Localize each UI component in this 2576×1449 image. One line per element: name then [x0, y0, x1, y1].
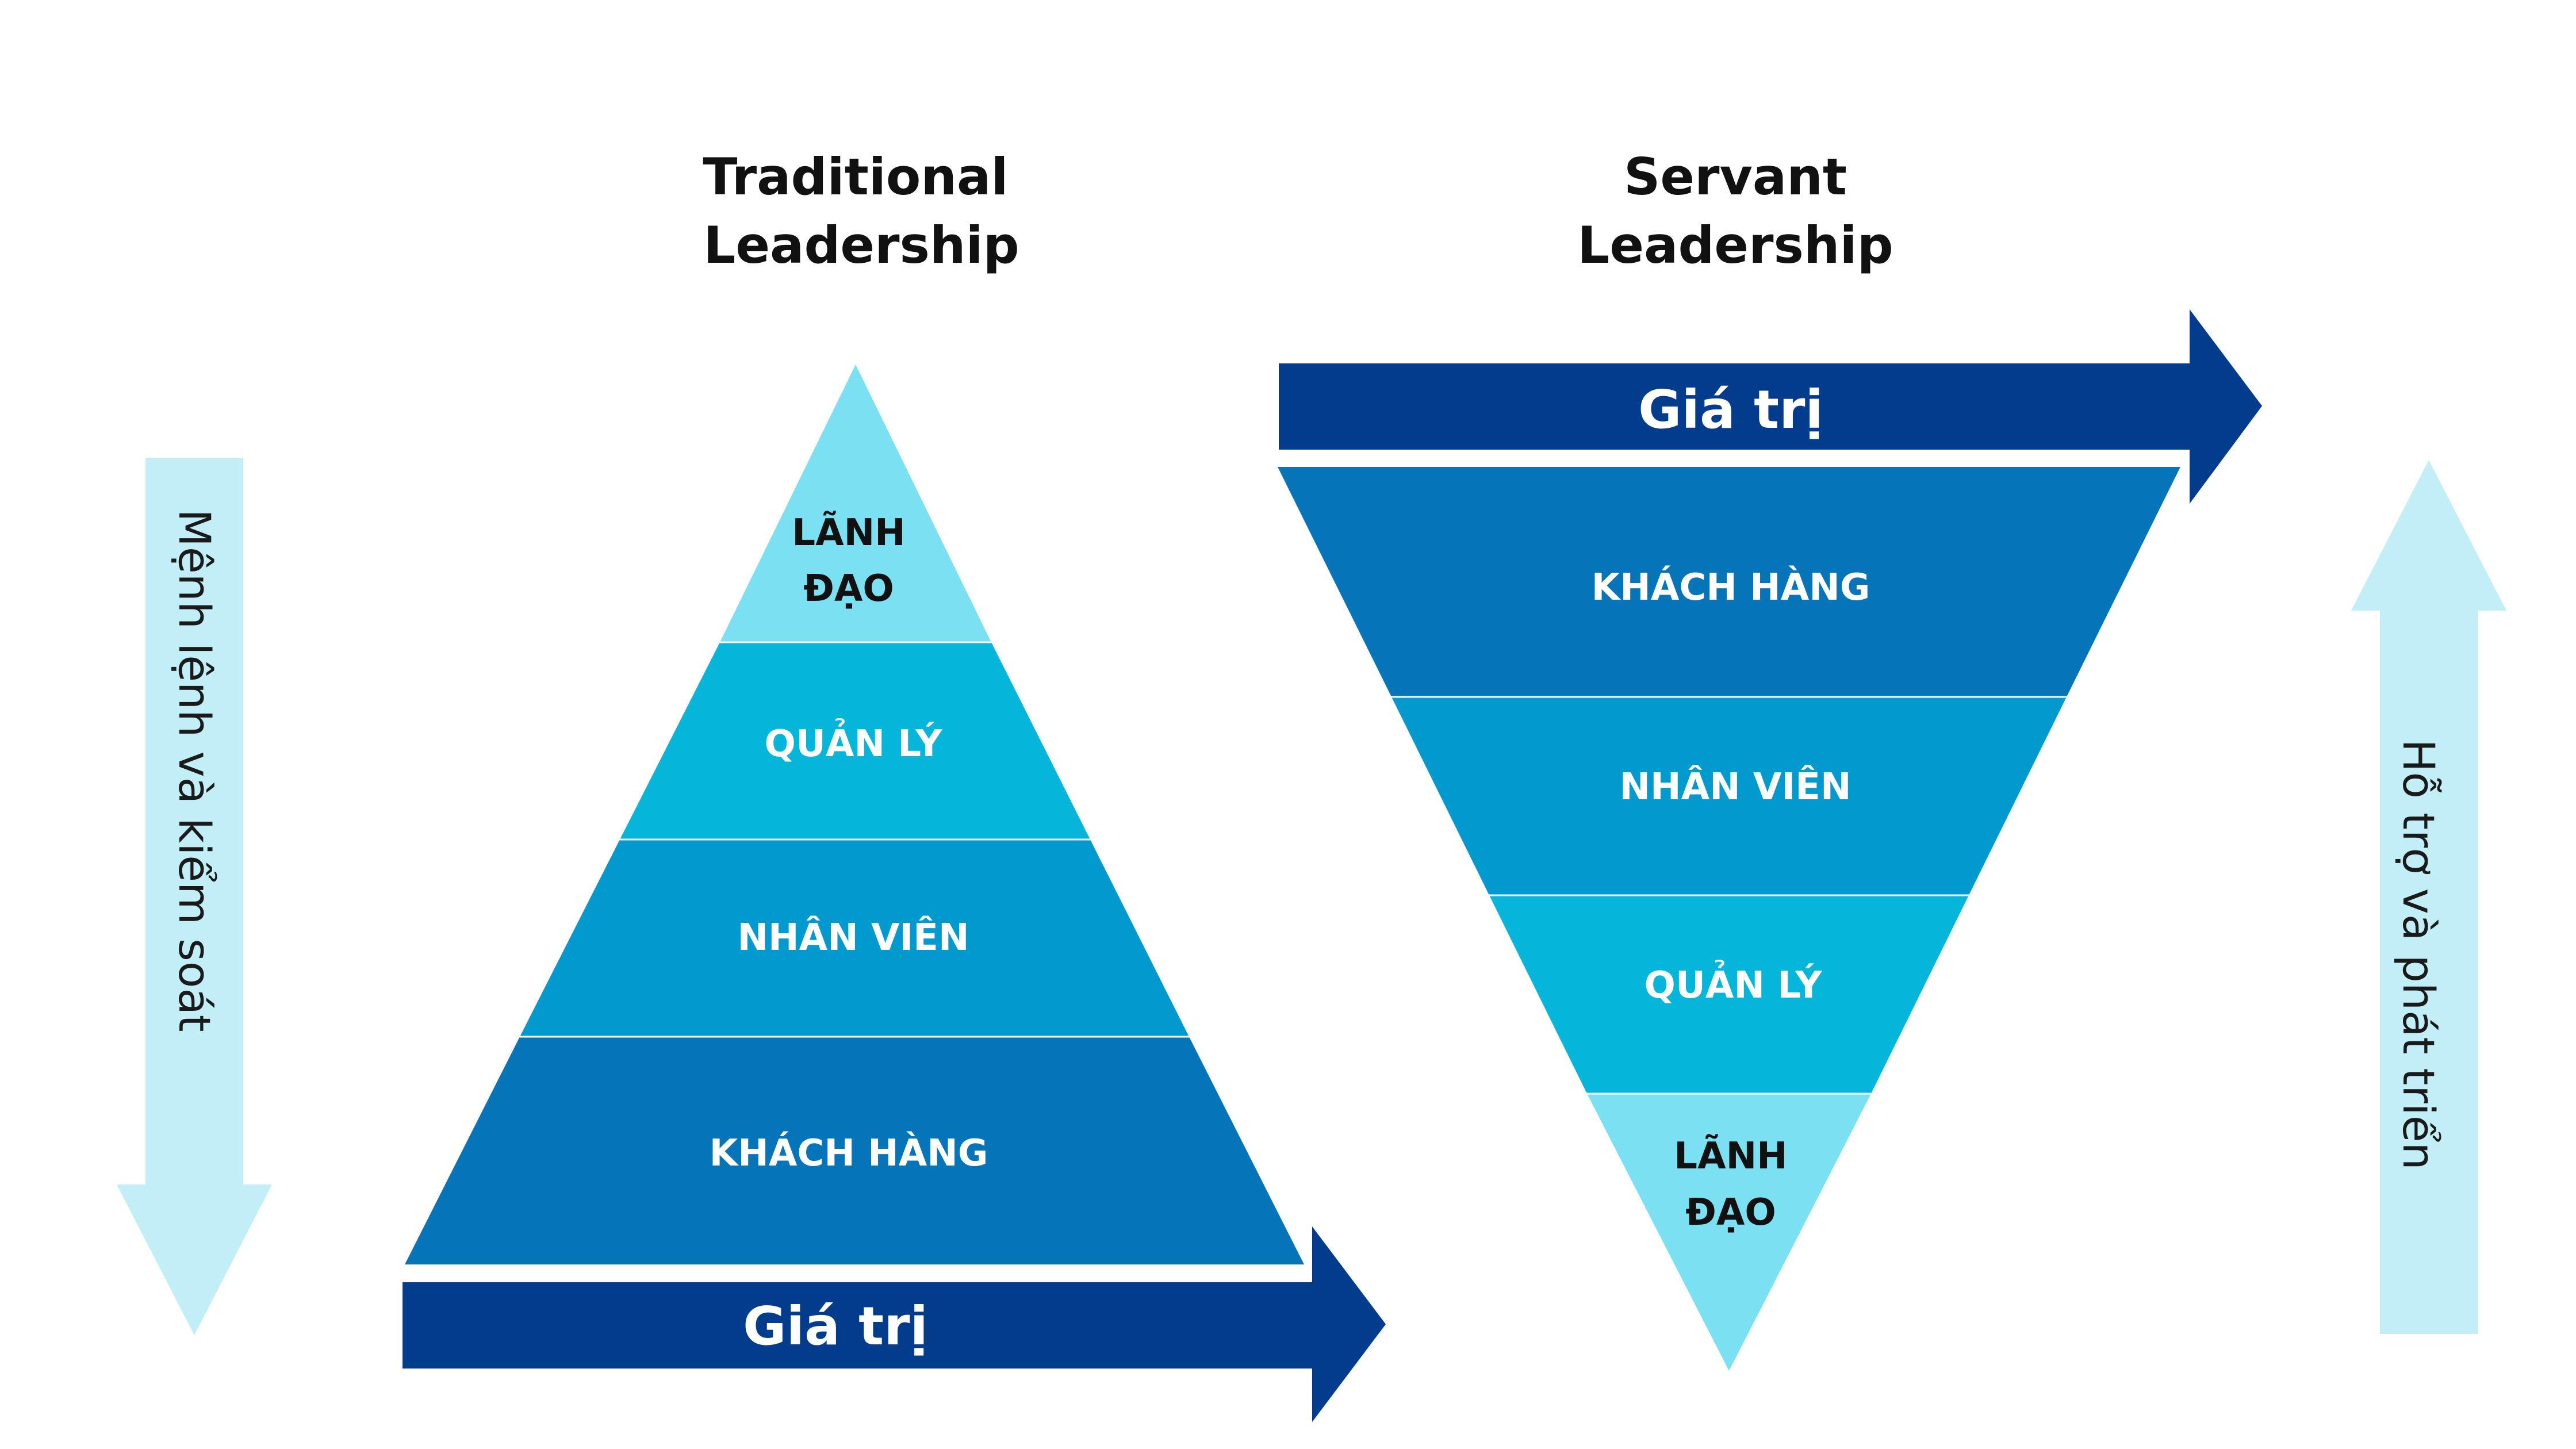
traditional-level-leader — [720, 365, 991, 642]
servant-level-leader — [1587, 1094, 1871, 1371]
servant-title-line1: Servant — [1624, 147, 1847, 206]
servant-value-label: Giá trị — [1638, 379, 1823, 440]
traditional-title-line1: Traditional — [703, 147, 1008, 206]
servant-manager-label: QUẢN LÝ — [1644, 959, 1823, 1007]
traditional-pyramid — [405, 365, 1304, 1264]
support-develop-arrow-shape — [2351, 460, 2506, 1334]
servant-title-line2: Leadership — [1577, 216, 1893, 275]
command-control-arrow-shape — [117, 458, 272, 1335]
traditional-title-line2: Leadership — [703, 216, 1019, 275]
traditional-customer-label: KHÁCH HÀNG — [710, 1131, 988, 1175]
traditional-leader-label-line1: LÃNH — [792, 511, 905, 554]
traditional-staff-label: NHÂN VIÊN — [737, 915, 969, 959]
servant-leadership: Servant Leadership Giá trị KHÁCH HÀNG NH… — [1278, 147, 2262, 1371]
servant-value-arrow: Giá trị — [1279, 309, 2262, 504]
servant-pyramid — [1278, 467, 2180, 1371]
servant-level-staff — [1392, 697, 2067, 895]
traditional-level-staff — [520, 839, 1189, 1037]
traditional-leadership: Traditional Leadership LÃNH ĐẠO QUẢN LÝ … — [402, 147, 1386, 1422]
servant-level-manager — [1489, 895, 1969, 1094]
traditional-level-manager — [620, 642, 1090, 839]
servant-staff-label: NHÂN VIÊN — [1619, 765, 1851, 808]
command-control-label: Mệnh lệnh và kiểm soát — [169, 509, 220, 1032]
traditional-manager-label: QUẢN LÝ — [765, 718, 943, 765]
servant-leader-label-line2: ĐẠO — [1685, 1191, 1776, 1234]
support-develop-arrow: Hỗ trợ và phát triển — [2351, 460, 2506, 1334]
traditional-value-arrow-shape — [402, 1226, 1386, 1422]
traditional-leader-label-line2: ĐẠO — [803, 568, 894, 610]
traditional-value-arrow: Giá trị — [402, 1226, 1386, 1422]
servant-leader-label-line1: LÃNH — [1674, 1134, 1787, 1178]
traditional-level-customer — [405, 1037, 1304, 1264]
command-control-arrow: Mệnh lệnh và kiểm soát — [117, 458, 272, 1335]
servant-level-customer — [1278, 467, 2180, 697]
servant-customer-label: KHÁCH HÀNG — [1592, 565, 1870, 609]
support-develop-label: Hỗ trợ và phát triển — [2393, 739, 2444, 1170]
traditional-value-label: Giá trị — [743, 1295, 928, 1357]
servant-value-arrow-shape — [1279, 309, 2262, 504]
